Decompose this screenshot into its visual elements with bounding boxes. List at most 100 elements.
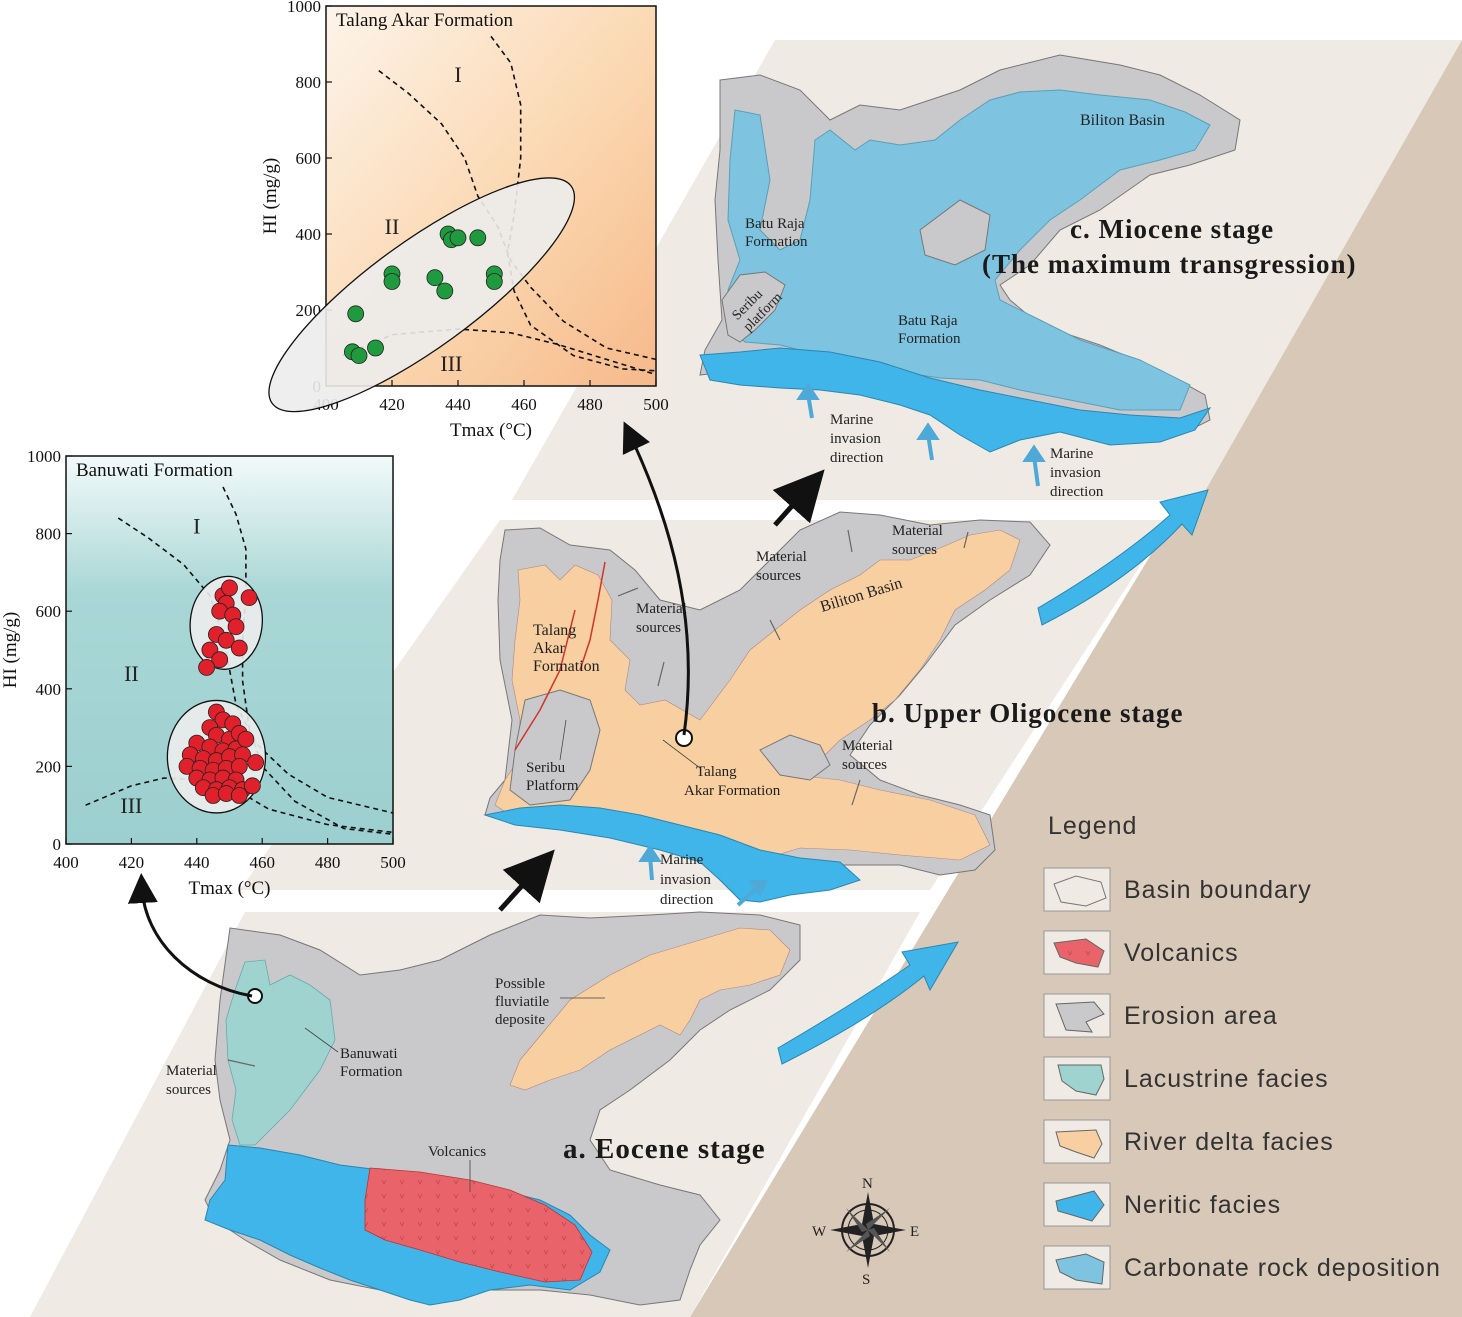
x-tick-label: 460 [249,853,275,872]
data-point [485,273,503,290]
kerogen-boundary [222,486,394,836]
neritic-facies [699,347,1212,453]
y-tick-label: 1000 [27,447,61,466]
x-tick-label: 480 [315,853,341,872]
y-tick-label: 800 [36,525,62,544]
y-tick-label: 400 [36,680,62,699]
legend-title: Legend [1048,812,1137,840]
x-tick-label: 400 [53,853,79,872]
compass-n: N [862,1176,873,1192]
miocene-label-marine-1: Marine invasion direction [830,412,885,466]
region-label: III [120,793,142,818]
legend-swatch [1055,1190,1105,1222]
x-tick-label: 420 [379,395,405,414]
river-delta-facies [509,927,791,1091]
region-label: I [193,514,200,539]
data-point [449,229,467,247]
volcanics [364,1167,593,1283]
legend-label: Basin boundary [1124,876,1312,904]
data-point [221,579,238,597]
river-delta-inner-erosion [759,734,831,781]
y-tick-label: 200 [296,301,322,320]
y-tick-label: 800 [296,73,322,92]
miocene-label-batu-raja-2: Batu Raja Formation [898,313,961,347]
olig-label-material-4: Material sources [842,738,897,773]
eocene-label-volcanics: Volcanics [428,1144,486,1160]
olig-label-seribu: Seribu Platform [526,760,579,794]
miocene-label-biliton: Biliton Basin [1080,112,1165,129]
material-source-arrows [617,529,969,806]
olig-label-material-3: Material sources [892,523,947,558]
eocene-label-material: Material sources [166,1063,221,1098]
chart-title: Banuwati Formation [76,460,233,481]
y-tick-label: 600 [36,602,62,621]
neritic-facies [483,804,861,903]
miocene-label-batu-raja-1: Batu Raja Formation [745,216,808,250]
legend-swatch [1053,938,1105,968]
eocene-label-banuwati: Banuwati Formation [340,1046,403,1080]
data-point [350,347,368,365]
legend-label: Volcanics [1124,939,1239,967]
data-point [227,618,245,636]
stage-arrows [498,469,825,912]
legend-label: Carbonate rock deposition [1124,1254,1441,1282]
legend-swatch [1055,1001,1105,1033]
data-point [230,639,248,657]
legend-label: River delta facies [1124,1128,1334,1156]
legend-swatch [1053,875,1107,907]
olig-label-talang-akar-2: Talang Akar Formation [684,764,781,799]
region-label: III [440,351,462,376]
legend-label: Lacustrine facies [1124,1065,1329,1093]
x-axis-label: Tmax (°C) [189,878,271,899]
olig-label-marine: Marine invasion direction [660,852,715,908]
legend-swatch [1057,1064,1105,1096]
data-point [243,777,261,795]
map-eocene [204,719,801,1306]
marine-invasion-arrows [638,844,769,907]
data-point [347,305,365,323]
y-axis-label: HI (mg/g) [0,612,21,689]
y-axis-label: HI (mg/g) [260,158,281,235]
eocene-label-fluviatile: Possible fluviatile deposite [495,976,553,1028]
olig-label-talang-akar: Talang Akar Formation [533,622,600,675]
data-point [469,229,487,247]
compass-rose: N S E W [812,1176,919,1288]
kerogen-boundary [117,517,394,814]
data-point [247,754,265,771]
material-source-arrows [227,1059,256,1067]
data-point [237,730,255,748]
compass-e: E [910,1224,919,1240]
data-point [436,282,454,300]
x-tick-label: 500 [380,853,406,872]
x-axis-label: Tmax (°C) [450,420,532,441]
data-point [426,269,444,287]
map-miocene [699,54,1241,487]
miocene-title: c. Miocene stage [1070,214,1274,244]
x-tick-label: 480 [577,395,603,414]
x-tick-label: 420 [119,853,145,872]
legend-label: Erosion area [1124,1002,1278,1030]
chart-title: Talang Akar Formation [336,10,514,31]
data-point [367,339,384,357]
data-point [383,273,401,290]
y-tick-label: 200 [36,757,62,776]
seribu-platform-erosion [721,271,786,343]
leader-lines [304,719,701,1192]
miocene-subtitle: (The maximum transgression) [982,249,1357,279]
legend-swatch [1055,1129,1103,1159]
x-tick-label: 440 [184,853,210,872]
y-tick-label: 400 [296,225,322,244]
olig-label-material-2: Material sources [756,549,811,584]
y-tick-label: 1000 [287,0,321,16]
chart-talang-akar: Talang Akar Formation4004204404604805000… [260,0,669,441]
region-label: II [385,214,400,239]
data-point [217,631,235,649]
seribu-erosion [509,689,601,806]
x-tick-label: 460 [511,395,537,414]
big-blue-arrows [777,489,1209,1065]
data-point [230,787,248,804]
map-oligocene [483,511,1051,907]
kerogen-boundary [342,328,657,376]
